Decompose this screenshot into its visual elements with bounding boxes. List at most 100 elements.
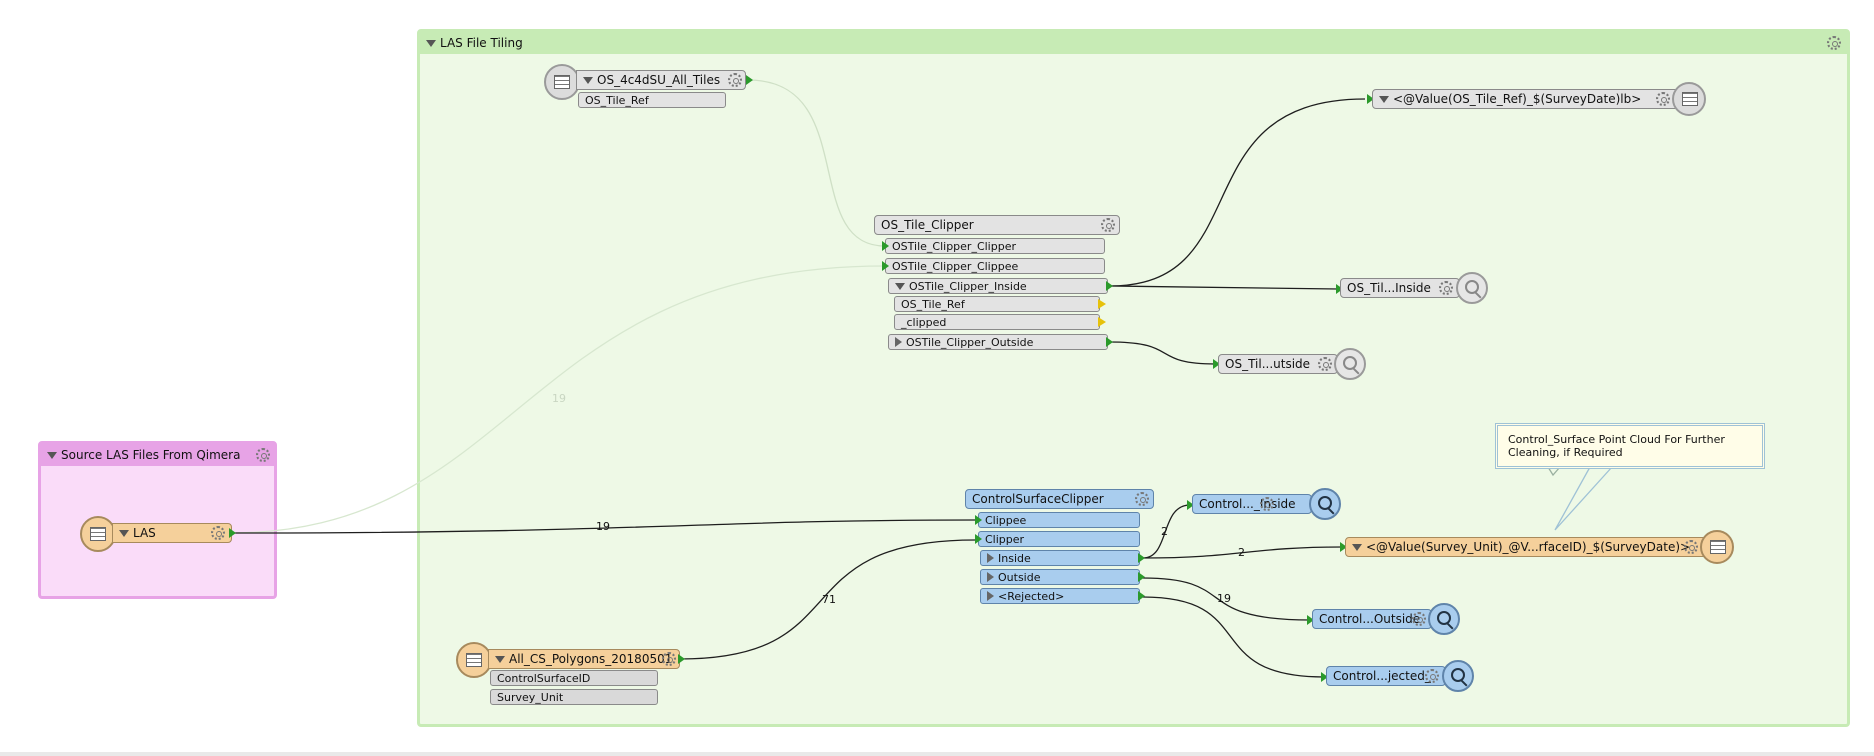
collapse-icon[interactable]: [583, 76, 593, 84]
input-port-arrow[interactable]: [975, 534, 982, 544]
reader-cs-polygons[interactable]: All_CS_Polygons_20180501: [488, 649, 680, 669]
output-port-arrow[interactable]: [1106, 337, 1113, 347]
attribute-row: Survey_Unit: [490, 689, 658, 705]
input-port-arrow[interactable]: [1213, 359, 1220, 369]
bookmark-header[interactable]: LAS File Tiling: [420, 32, 1847, 54]
input-port-clipper[interactable]: OSTile_Clipper_Clipper: [885, 238, 1105, 254]
gear-icon[interactable]: [662, 652, 676, 666]
output-port-arrow[interactable]: [1138, 572, 1145, 582]
expand-icon[interactable]: [987, 591, 994, 601]
input-port-arrow[interactable]: [1321, 672, 1328, 682]
link-las-clippee: [229, 519, 976, 534]
gear-icon[interactable]: [1425, 669, 1439, 683]
annotation-tail: [1554, 466, 1613, 531]
faded-link-las: [229, 265, 886, 534]
collapse-icon[interactable]: [1379, 95, 1389, 103]
inspector-control-rejected[interactable]: Control...jected_: [1326, 666, 1446, 686]
output-port-inside[interactable]: OSTile_Clipper_Inside: [888, 278, 1108, 294]
collapse-icon[interactable]: [495, 655, 505, 663]
reader-icon-circle[interactable]: [544, 64, 580, 100]
collapse-icon[interactable]: [426, 39, 436, 47]
input-port-arrow[interactable]: [882, 261, 889, 271]
writer-icon-circle[interactable]: [1672, 82, 1706, 116]
reader-os-tiles[interactable]: OS_4c4dSU_All_Tiles: [576, 70, 746, 90]
bookmark-las-file-tiling[interactable]: LAS File Tiling: [417, 29, 1850, 727]
annotation-text: Control_Surface Point Cloud For Further …: [1508, 433, 1725, 459]
writer-tile-output[interactable]: <@Value(OS_Tile_Ref)_$(SurveyDate)lb>: [1372, 89, 1678, 109]
input-port-arrow[interactable]: [975, 515, 982, 525]
output-port-arrow[interactable]: [678, 654, 685, 664]
node-title: Control...Outside: [1319, 612, 1421, 626]
output-port-arrow[interactable]: [229, 528, 236, 538]
input-port-arrow[interactable]: [1307, 615, 1314, 625]
table-icon: [466, 653, 482, 667]
reader-icon-circle[interactable]: [80, 516, 116, 552]
reader-icon-circle[interactable]: [456, 642, 492, 678]
inspector-icon-circle[interactable]: [1334, 348, 1366, 380]
gear-icon[interactable]: [256, 448, 270, 462]
inspector-control-outside[interactable]: Control...Outside: [1312, 609, 1432, 629]
expand-icon[interactable]: [895, 337, 902, 347]
inspector-icon-circle[interactable]: [1442, 660, 1474, 692]
table-icon: [554, 75, 570, 89]
bookmark-source-las[interactable]: Source LAS Files From Qimera: [38, 441, 277, 599]
link-rejected-control: [1142, 596, 1325, 678]
expand-icon[interactable]: [987, 572, 994, 582]
annotation-note[interactable]: Control_Surface Point Cloud For Further …: [1495, 423, 1765, 469]
gear-icon[interactable]: [1656, 92, 1670, 106]
output-port-arrow[interactable]: [746, 75, 753, 85]
inspector-icon-circle[interactable]: [1456, 272, 1488, 304]
gear-icon[interactable]: [1318, 357, 1332, 371]
input-port-arrow[interactable]: [882, 241, 889, 251]
input-port-clipper[interactable]: Clipper: [978, 531, 1140, 547]
output-port-outside[interactable]: Outside: [980, 569, 1140, 585]
inspector-icon-circle[interactable]: [1309, 488, 1341, 520]
output-port-arrow[interactable]: [1138, 591, 1145, 601]
horizontal-scrollbar[interactable]: [0, 752, 1874, 756]
count-label: 2: [1238, 546, 1245, 559]
writer-icon-circle[interactable]: [1700, 530, 1734, 564]
input-port-arrow[interactable]: [1187, 500, 1194, 510]
node-title: OS_4c4dSU_All_Tiles: [597, 73, 721, 87]
collapse-icon[interactable]: [47, 451, 57, 459]
gear-icon[interactable]: [1412, 612, 1426, 626]
gear-icon[interactable]: [211, 526, 225, 540]
attribute-arrow: [1098, 299, 1106, 309]
input-port-clippee[interactable]: Clippee: [978, 512, 1140, 528]
gear-icon[interactable]: [1101, 218, 1115, 232]
gear-icon[interactable]: [1684, 540, 1698, 554]
input-port-clippee[interactable]: OSTile_Clipper_Clippee: [885, 258, 1105, 274]
input-port-arrow[interactable]: [1367, 94, 1374, 104]
attribute-row: _clipped: [894, 314, 1100, 330]
collapse-icon[interactable]: [1352, 543, 1362, 551]
count-label: 19: [552, 392, 566, 405]
node-title: <@Value(Survey_Unit)_@V...rfaceID)_$(Sur…: [1366, 540, 1691, 554]
expand-icon[interactable]: [987, 553, 994, 563]
output-port-outside[interactable]: OSTile_Clipper_Outside: [888, 334, 1108, 350]
gear-icon[interactable]: [1135, 492, 1149, 506]
bookmark-header[interactable]: Source LAS Files From Qimera: [41, 444, 274, 466]
inspector-icon-circle[interactable]: [1428, 603, 1460, 635]
input-port-arrow[interactable]: [1340, 542, 1347, 552]
gear-icon[interactable]: [1439, 281, 1453, 295]
transformer-os-tile-clipper[interactable]: OS_Tile_Clipper: [874, 215, 1120, 235]
inspector-control-inside[interactable]: Control..._Inside: [1192, 494, 1312, 514]
collapse-icon[interactable]: [895, 282, 905, 290]
output-port-arrow[interactable]: [1138, 553, 1145, 563]
magnifier-icon: [1318, 496, 1332, 510]
output-port-rejected[interactable]: <Rejected>: [980, 588, 1140, 604]
collapse-icon[interactable]: [119, 529, 129, 537]
writer-control-surface[interactable]: <@Value(Survey_Unit)_@V...rfaceID)_$(Sur…: [1345, 537, 1707, 557]
inspector-os-inside[interactable]: OS_Til...Inside: [1340, 278, 1460, 298]
input-port-arrow[interactable]: [1336, 284, 1343, 294]
attribute-arrow: [1098, 317, 1106, 327]
transformer-control-surface-clipper[interactable]: ControlSurfaceClipper: [965, 489, 1154, 509]
gear-icon[interactable]: [1260, 497, 1274, 511]
node-title: LAS: [133, 526, 156, 540]
link-inside-cswriter: [1142, 546, 1343, 559]
output-port-inside[interactable]: Inside: [980, 550, 1140, 566]
output-port-arrow[interactable]: [1106, 281, 1113, 291]
gear-icon[interactable]: [1827, 36, 1841, 50]
gear-icon[interactable]: [728, 73, 742, 87]
inspector-os-outside[interactable]: OS_Til...utside: [1218, 354, 1338, 374]
